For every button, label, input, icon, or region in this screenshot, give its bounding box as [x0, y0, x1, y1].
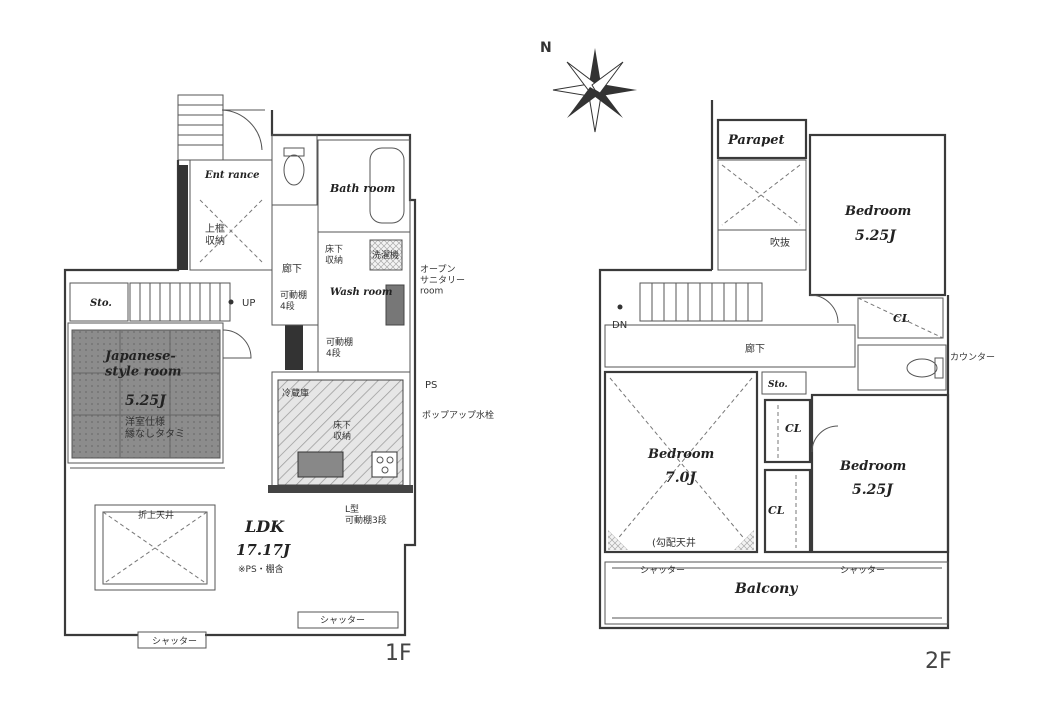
sink-icon	[297, 451, 344, 478]
wall-block	[178, 165, 188, 270]
ps-label: PS	[425, 380, 437, 391]
japanese-room-note: 洋室仕様縁なしタタミ	[125, 415, 185, 440]
raised-ceiling	[94, 504, 216, 591]
entrance-door	[221, 109, 265, 151]
hallway-1f	[271, 204, 319, 326]
bathtub-icon	[369, 147, 405, 224]
parapet-label: Parapet	[727, 133, 785, 148]
toilet-room	[271, 134, 318, 206]
storage-label-1f: Sto.	[90, 298, 112, 309]
bedroom2-size: 7.0J	[665, 470, 697, 486]
lshape-shelf-label: L型可動棚3段	[345, 504, 387, 526]
bedroom-1	[808, 133, 947, 297]
toilet-icon	[283, 154, 305, 186]
balcony-label: Balcony	[734, 581, 798, 597]
agari-storage-label: 上框収納	[205, 222, 225, 247]
washing-machine-label: 洗濯機	[372, 249, 399, 261]
closet-1	[857, 297, 944, 339]
compass-star-icon	[552, 48, 637, 133]
closet-3	[763, 468, 812, 554]
closet3-label: CL	[768, 504, 785, 517]
hallway-label-2f: 廊下	[745, 342, 765, 355]
bedroom1-size: 5.25J	[855, 228, 897, 244]
entrance-label: Ent rance	[204, 170, 259, 181]
floor-2	[598, 100, 950, 630]
void-lower	[717, 229, 807, 271]
storage-1f	[69, 282, 129, 322]
fridge-label: 冷蔵庫	[282, 387, 309, 399]
bedroom-3	[810, 393, 950, 554]
underfloor-storage-label: 床下収納	[325, 243, 343, 266]
compass-north-label: N	[540, 40, 552, 56]
entrance-steps	[177, 94, 224, 161]
wash-room-label: Wash room	[330, 287, 392, 298]
japanese-room	[67, 322, 224, 464]
ldk-title: LDK	[244, 517, 285, 536]
tatami-mats	[71, 329, 221, 459]
down-label: DN	[612, 320, 627, 331]
underfloor-storage-label-2: 床下収納	[333, 419, 351, 442]
balcony	[604, 561, 949, 625]
sink-icon	[385, 284, 405, 326]
sloped-ceiling-label: (勾配天井	[652, 536, 696, 549]
floor-label-1f: 1F	[385, 641, 412, 666]
shutter-label-1f-b: シャッター	[320, 615, 365, 626]
japanese-room-size: 5.25J	[125, 393, 167, 409]
bedroom3-size: 5.25J	[852, 482, 894, 498]
raised-ceiling-label: 折上天井	[138, 509, 174, 521]
popup-faucet-label: ポップアップ水栓	[422, 409, 494, 421]
counter-edge	[268, 485, 413, 493]
hallway-2f	[604, 324, 856, 368]
up-label: UP	[242, 298, 255, 309]
toilet-icon	[906, 358, 938, 378]
japanese-room-title: Japanese-style room	[102, 349, 182, 380]
ldk-size: 17.17J	[236, 541, 291, 559]
closet-2	[763, 398, 812, 464]
shutter-label-2f-a: シャッター	[640, 565, 685, 576]
closet2-label: CL	[785, 422, 802, 435]
parapet	[716, 118, 808, 160]
bedroom-2	[603, 370, 759, 554]
bedroom2-title: Bedroom	[647, 447, 714, 462]
counter-label: カウンター	[950, 352, 995, 363]
hallway-label-1f: 廊下	[282, 262, 302, 275]
ldk-note: ※PS・棚含	[238, 563, 284, 575]
void-label: 吹抜	[770, 236, 790, 249]
closet1-label: CL	[893, 312, 910, 325]
storage-2f	[761, 371, 807, 395]
bath-label: Bath room	[329, 182, 395, 195]
toilet-2f	[857, 344, 947, 391]
stairs-1f	[129, 282, 234, 322]
shutter-label-2f-b: シャッター	[840, 565, 885, 576]
stairs-2f	[617, 282, 763, 322]
wall-block	[285, 325, 303, 370]
shutter-box	[297, 611, 399, 629]
floor-label-2f: 2F	[925, 649, 952, 674]
shutter-label-1f-a: シャッター	[152, 636, 197, 647]
shutter-box	[137, 631, 207, 649]
floor-1	[63, 94, 417, 649]
bedroom1-title: Bedroom	[844, 204, 911, 219]
bedroom3-title: Bedroom	[839, 459, 906, 474]
storage-label-2f: Sto.	[768, 380, 788, 390]
